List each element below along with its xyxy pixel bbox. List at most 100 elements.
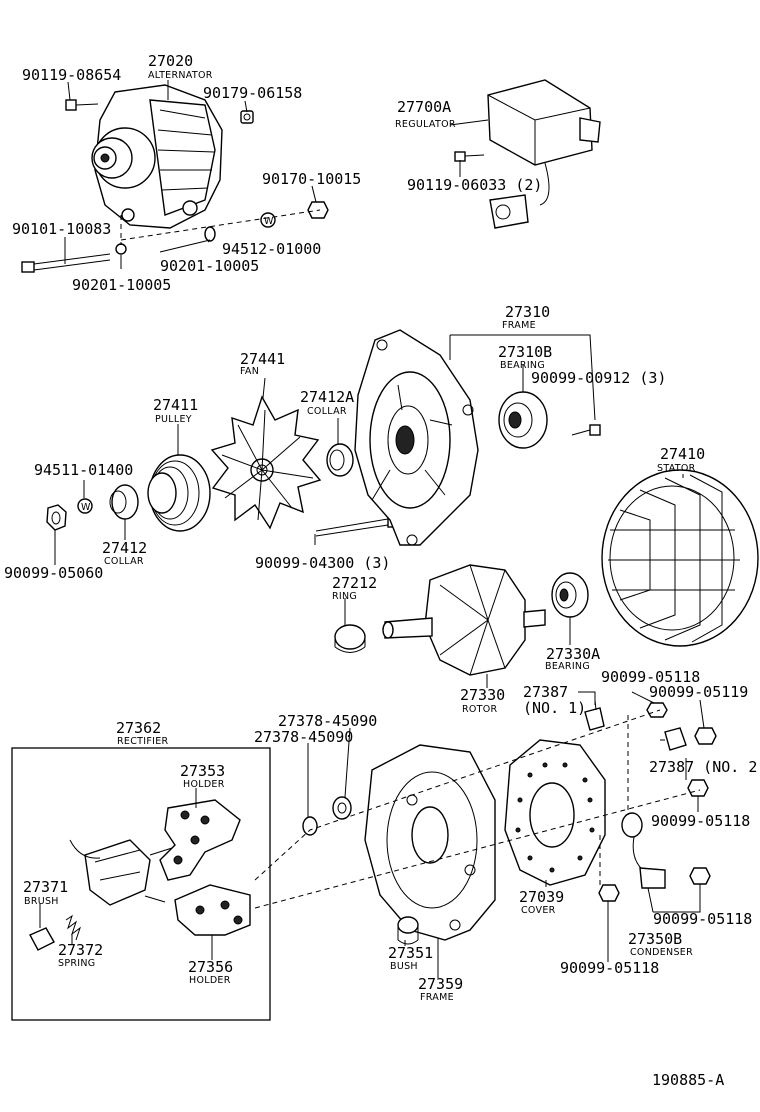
label-27441-name: FAN xyxy=(240,366,259,377)
label-27350B-name: CONDENSER xyxy=(630,947,693,958)
spring-27372-illustration xyxy=(65,914,81,941)
label-27020-name: ALTERNATOR xyxy=(148,70,213,81)
label-27441: 27441 xyxy=(240,350,285,368)
label-27212-name: RING xyxy=(332,591,357,602)
label-27371-name: BRUSH xyxy=(24,896,59,907)
label-90099-05118-a: 90099-05118 xyxy=(601,668,700,686)
label-27387-no2: 27387 (NO. 2) xyxy=(649,758,760,776)
bearing-27330A-illustration xyxy=(551,572,589,618)
label-90099-05119: 90099-05119 xyxy=(649,683,748,701)
label-27362: 27362 xyxy=(116,719,161,737)
label-27356-name: HOLDER xyxy=(189,975,231,986)
label-27372-name: SPRING xyxy=(58,958,95,969)
label-27378-45090-a: 27378-45090 xyxy=(278,712,377,730)
label-27350B: 27350B xyxy=(628,930,682,948)
label-27372: 27372 xyxy=(58,941,103,959)
label-27371: 27371 xyxy=(23,878,68,896)
label-90099-04300: 90099-04300 (3) xyxy=(255,554,390,572)
label-27353: 27353 xyxy=(180,762,225,780)
drive-end-frame-illustration xyxy=(354,329,479,546)
terminal-27387-no2-illustration xyxy=(660,727,687,751)
regulator-illustration xyxy=(487,79,601,229)
collar-27412A-illustration xyxy=(326,443,354,477)
label-90099-05118-d: 90099-05118 xyxy=(560,959,659,977)
label-27412A-name: COLLAR xyxy=(307,406,347,417)
collar-27412-illustration xyxy=(109,484,139,520)
holder-27356-illustration xyxy=(174,884,251,936)
label-27310: 27310 xyxy=(505,303,550,321)
long-bolt-90099-04300-illustration xyxy=(315,516,399,537)
label-27330A: 27330A xyxy=(546,645,600,663)
label-27039: 27039 xyxy=(519,888,564,906)
label-27310B: 27310B xyxy=(498,343,552,361)
label-27330A-name: BEARING xyxy=(545,661,590,672)
cover-27039-illustration xyxy=(504,739,606,886)
label-90201-10005-b: 90201-10005 xyxy=(72,276,171,294)
diagram-id: 190885-A xyxy=(652,1071,724,1089)
pulley-illustration xyxy=(147,454,211,532)
svg-text:W: W xyxy=(81,502,91,513)
bearing-27310B-illustration xyxy=(498,391,548,449)
brush-holder-illustration xyxy=(69,839,173,906)
label-90099-05118-b: 90099-05118 xyxy=(651,812,750,830)
label-90101-10083: 90101-10083 xyxy=(12,220,111,238)
bush-27351-illustration xyxy=(397,916,419,945)
label-27700A-name: REGULATOR xyxy=(395,119,456,130)
label-27412A: 27412A xyxy=(300,388,354,406)
label-27411-name: PULLEY xyxy=(155,414,192,425)
rear-axis-line-upper xyxy=(254,709,661,881)
lock-washer-illustration: W xyxy=(260,212,276,228)
label-27020: 27020 xyxy=(148,52,193,70)
label-27378-45090-b: 27378-45090 xyxy=(254,728,353,746)
screw-90119-06033-illustration xyxy=(454,151,485,162)
insulator-27378-45090-b-illustration xyxy=(332,796,352,820)
label-90179-06158: 90179-06158 xyxy=(203,84,302,102)
label-90099-05118-c: 90099-05118 xyxy=(653,910,752,928)
label-27412: 27412 xyxy=(102,539,147,557)
label-27356: 27356 xyxy=(188,958,233,976)
nut-90099-05060-illustration xyxy=(46,504,67,531)
stator-illustration xyxy=(601,469,759,647)
label-27362-name: RECTIFIER xyxy=(117,736,169,747)
fan-illustration xyxy=(210,395,322,530)
alternator-assembly-illustration xyxy=(91,84,223,229)
label-27359: 27359 xyxy=(418,975,463,993)
label-27039-name: COVER xyxy=(521,905,556,916)
washer-letter: W xyxy=(264,216,274,227)
label-27412-name: COLLAR xyxy=(104,556,144,567)
rear-axis-line-lower xyxy=(254,789,701,909)
label-94512-01000: 94512-01000 xyxy=(222,240,321,258)
leader-lines xyxy=(39,80,705,978)
condenser-27350B-illustration xyxy=(621,812,666,889)
bolt-90101-10083-illustration xyxy=(21,253,111,273)
brush-27371-illustration xyxy=(29,927,55,951)
label-27353-name: HOLDER xyxy=(183,779,225,790)
label-90119-06033: 90119-06033 (2) xyxy=(407,176,542,194)
label-27411: 27411 xyxy=(153,396,198,414)
washer-90201-10005-illustration xyxy=(115,243,127,255)
label-94511-01400: 94511-01400 xyxy=(34,461,133,479)
ring-27212-illustration xyxy=(334,624,366,653)
label-27410-name: STATOR xyxy=(657,463,696,474)
insulator-27378-45090-a-illustration xyxy=(302,816,318,836)
label-27310-name: FRAME xyxy=(502,320,536,331)
rotor-illustration xyxy=(382,564,546,676)
label-90099-00912: 90099-00912 (3) xyxy=(531,369,666,387)
nut-90179-06158-illustration xyxy=(240,110,254,124)
label-27387-no1-note: (NO. 1) xyxy=(523,699,586,717)
label-27351-name: BUSH xyxy=(390,961,418,972)
holder-27353-illustration xyxy=(159,799,241,881)
bolt-90119-08654-illustration xyxy=(65,99,99,111)
label-90170-10015: 90170-10015 xyxy=(262,170,361,188)
lock-washer-94511-01400-illustration: W xyxy=(77,498,93,514)
label-27330: 27330 xyxy=(460,686,505,704)
label-27387-no1: 27387 xyxy=(523,683,568,701)
label-27310B-name: BEARING xyxy=(500,360,545,371)
label-27330-name: ROTOR xyxy=(462,704,498,715)
label-27212: 27212 xyxy=(332,574,377,592)
label-27359-name: FRAME xyxy=(420,992,454,1003)
nuts-90099-illustrations xyxy=(598,702,717,902)
rectifier-group-box xyxy=(11,747,271,1021)
label-27410: 27410 xyxy=(660,445,705,463)
